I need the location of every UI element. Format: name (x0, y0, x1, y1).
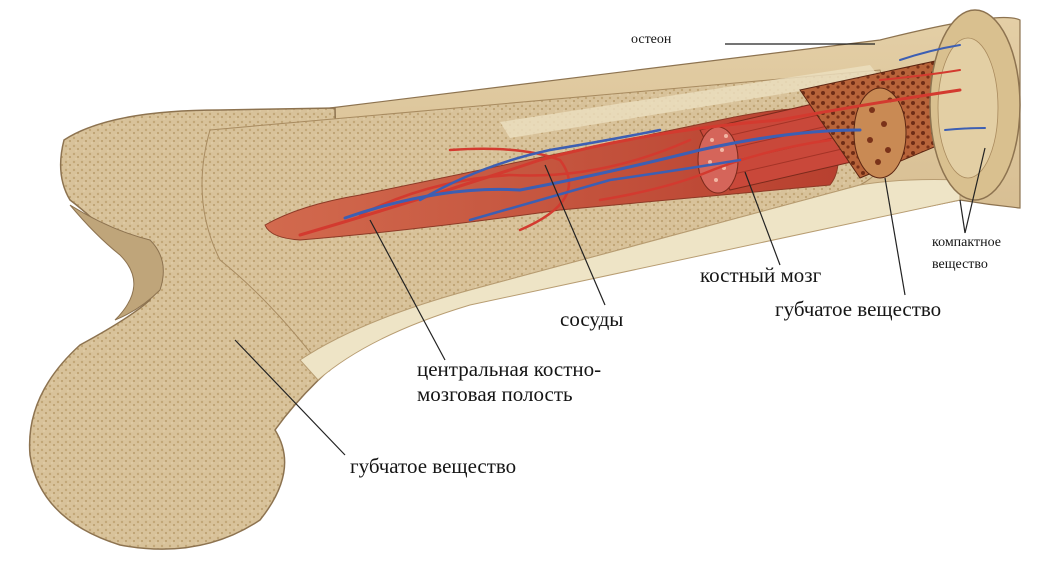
label-compact-line2: вещество (932, 258, 988, 273)
label-cavity-line1: центральная костно- (417, 358, 601, 380)
label-vessels: сосуды (560, 308, 623, 330)
label-osteon: остеон (631, 33, 671, 48)
label-compact-line1: компактное (932, 236, 1001, 251)
label-spongy-right: губчатое вещество (775, 298, 941, 320)
leader-compact-1 (960, 200, 965, 233)
label-spongy-left: губчатое вещество (350, 455, 516, 477)
label-marrow: костный мозг (700, 264, 821, 286)
marrow-end (698, 127, 738, 193)
label-cavity-line2: мозговая полость (417, 383, 573, 405)
